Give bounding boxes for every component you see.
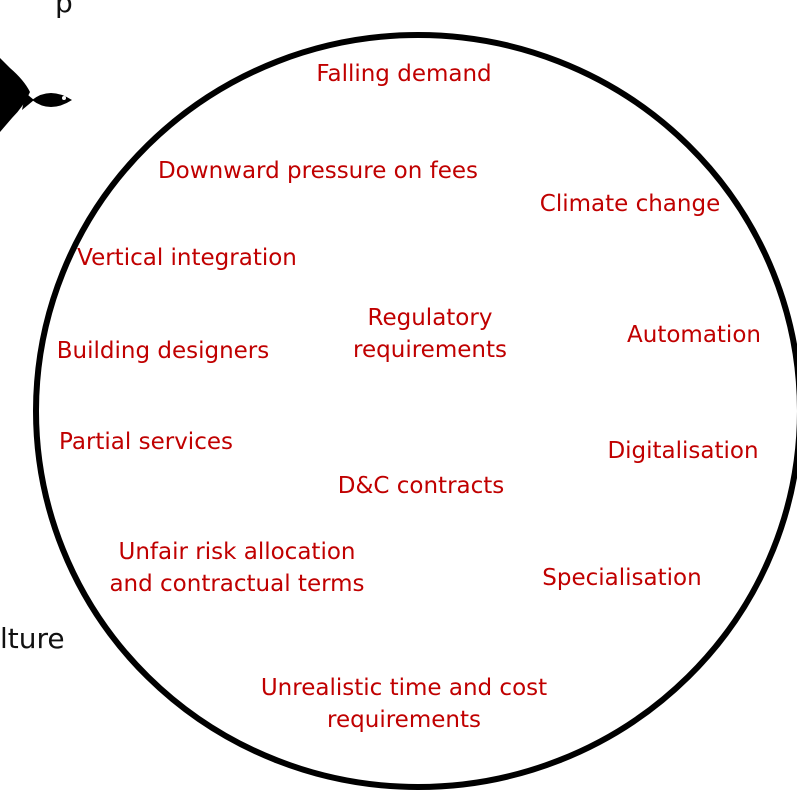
- factor-partial-services: Partial services: [59, 429, 233, 455]
- factor-automation: Automation: [627, 322, 761, 348]
- cropped-text-top: p: [55, 0, 73, 19]
- factor-digitalisation: Digitalisation: [607, 438, 759, 464]
- factor-falling-demand: Falling demand: [316, 61, 492, 87]
- fish-icon: [22, 90, 72, 110]
- factor-building-designers: Building designers: [56, 338, 270, 364]
- factor-regulatory-requirements: Regulatory requirements: [353, 305, 507, 363]
- cropped-text-left: lture: [0, 622, 65, 655]
- factor-specialisation: Specialisation: [542, 565, 702, 591]
- cropped-shape-icon: [0, 58, 30, 132]
- factor-unrealistic-time-cost: Unrealistic time and cost requirements: [260, 675, 548, 733]
- factor-dc-contracts: D&C contracts: [337, 473, 505, 499]
- factors-circle: [33, 32, 797, 790]
- factor-vertical-integration: Vertical integration: [77, 245, 297, 271]
- factor-downward-pressure: Downward pressure on fees: [157, 158, 479, 184]
- factor-climate-change: Climate change: [539, 191, 721, 217]
- factor-unfair-risk-allocation: Unfair risk allocation and contractual t…: [109, 539, 365, 597]
